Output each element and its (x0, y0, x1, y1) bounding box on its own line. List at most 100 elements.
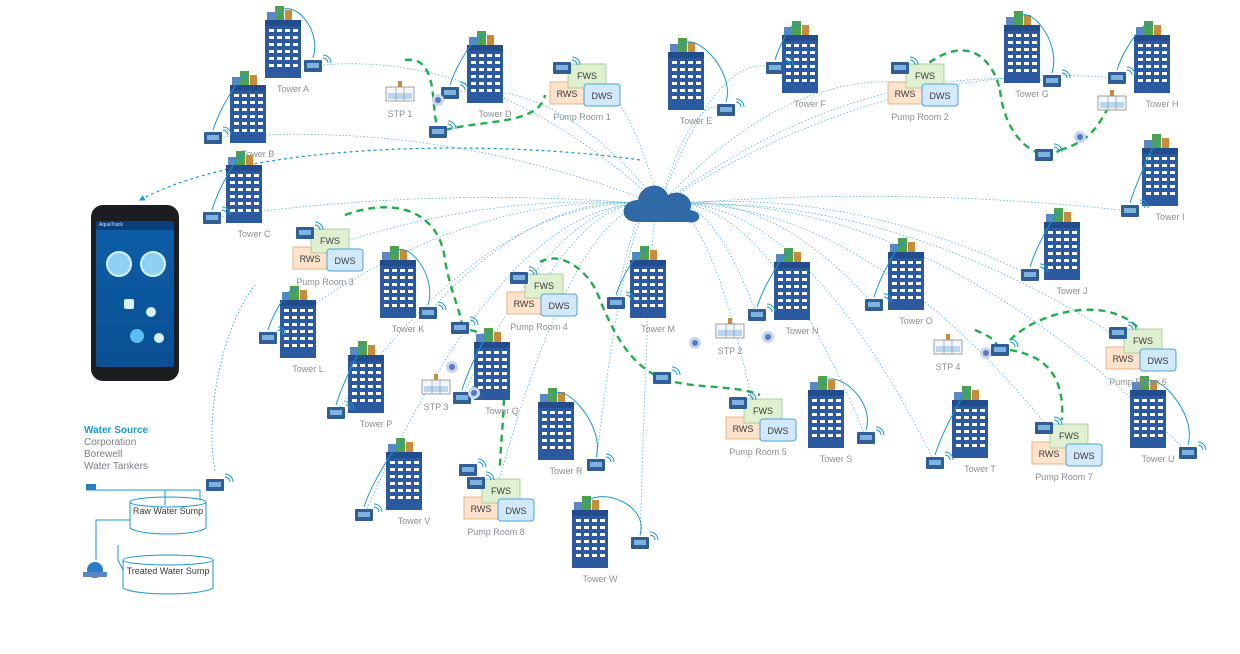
uplink (312, 63, 661, 206)
building-icon: Tower W (572, 496, 659, 584)
fws-tank-label: FWS (534, 281, 554, 291)
water-source-legend: Water Source Corporation Borewell Water … (84, 425, 148, 473)
sensor-link (211, 153, 242, 211)
raw-water-sump-label: Raw Water Sump (133, 506, 203, 516)
building-label: Tower U (1141, 454, 1174, 464)
rws-tank-label: RWS (1039, 449, 1060, 459)
building-icon: Tower L (258, 286, 324, 374)
pump-room-label: Pump Room 7 (1035, 472, 1093, 482)
building-label: Tower K (392, 324, 425, 334)
fws-tank-label: FWS (577, 71, 597, 81)
water-drop-icon[interactable] (130, 329, 144, 343)
fws-tank-label: FWS (320, 236, 340, 246)
uplink (322, 201, 661, 250)
building-label: Tower P (360, 419, 393, 429)
building-icon: Tower J (1020, 208, 1088, 296)
uplink (659, 203, 867, 439)
legend-item: Borewell (84, 449, 123, 460)
flow-sensor-icon (354, 503, 383, 522)
sensor-link (1142, 379, 1190, 446)
aerator-icon (1074, 131, 1086, 143)
dws-tank-label: DWS (768, 426, 789, 436)
water-source-schematic (86, 489, 214, 595)
treated-water-sump-label: Treated Water Sump (127, 566, 210, 576)
tank-gauge-icon (106, 251, 132, 277)
uplink (659, 78, 1053, 206)
dws-tank-label: DWS (506, 506, 527, 516)
sensor-link (774, 21, 799, 61)
building-icon: Tower K (380, 246, 447, 334)
uplink (212, 133, 661, 206)
uplink (659, 203, 1063, 445)
stp-label: STP 1 (388, 109, 413, 119)
uplink (363, 203, 661, 516)
legend-item: Corporation (84, 437, 137, 448)
building-label: Tower L (292, 364, 324, 374)
building-icon: Tower A (265, 6, 332, 94)
valve-sensor-icon (428, 120, 457, 139)
rws-tank-label: RWS (471, 504, 492, 514)
power-icon[interactable] (154, 333, 164, 343)
building-label: Tower S (820, 454, 853, 464)
building-icon: Tower M (606, 246, 675, 334)
pump-icon (83, 562, 107, 578)
dws-tank-label: DWS (1074, 451, 1095, 461)
app-screen: AquaTrack (96, 221, 174, 367)
flow-sensor-icon (202, 206, 231, 225)
tank-gauge-icon (140, 251, 166, 277)
fws-tank-label: FWS (1133, 336, 1153, 346)
app-downlink (138, 147, 641, 201)
flow-sensor-icon (630, 531, 659, 550)
pump-room-label: Pump Room 6 (1109, 377, 1167, 387)
building-label: Tower H (1145, 99, 1178, 109)
user-icon[interactable] (124, 299, 134, 309)
pump-room-label: Pump Room 3 (296, 277, 354, 287)
building-icon: Tower T (925, 386, 996, 474)
pump-room-label: Pump Room 1 (553, 112, 611, 122)
app-title: AquaTrack (96, 221, 174, 230)
valve-sensor-icon (458, 458, 487, 477)
flow-sensor-icon (716, 98, 745, 117)
fws-tank-label: FWS (915, 71, 935, 81)
sensor-link (584, 496, 642, 536)
sensor-link (873, 240, 904, 298)
building-label: Tower M (641, 324, 675, 334)
sensor-link (756, 250, 790, 308)
pump-room-label: Pump Room 4 (510, 322, 568, 332)
uplink (659, 75, 1118, 206)
sensor-link (680, 41, 728, 103)
dws-tank-label: DWS (549, 301, 570, 311)
dws-tank-label: DWS (592, 91, 613, 101)
rws-tank-label: RWS (1113, 354, 1134, 364)
fws-tank-label: FWS (1059, 431, 1079, 441)
building-icon: Tower B (203, 71, 274, 159)
settings-icon[interactable] (146, 307, 156, 317)
building-icon: Tower P (326, 341, 393, 429)
building-icon: Tower E (668, 38, 745, 126)
uplink (493, 203, 661, 500)
legend-title: Water Source (84, 425, 149, 436)
stp-label: STP 4 (936, 362, 961, 372)
sensor-link (335, 344, 364, 406)
flow-sensor-icon (747, 303, 776, 322)
aerator-icon (468, 387, 480, 399)
stp-unit: STP 1 (385, 80, 444, 119)
building-label: Tower F (794, 99, 827, 109)
mobile-app-phone: AquaTrack (91, 205, 179, 381)
uplink (659, 203, 1189, 454)
building-icon: Tower C (202, 151, 271, 239)
building-icon: Tower Q (452, 328, 519, 416)
stp-unit: STP 4 (933, 333, 992, 372)
sensor-link (1129, 137, 1158, 204)
stp-label: STP 3 (424, 402, 449, 412)
sensor-link (461, 331, 490, 391)
uplink (595, 203, 661, 466)
sensor-link (363, 441, 402, 508)
cloud-icon (623, 185, 700, 223)
building-icon: Tower R (538, 388, 615, 476)
